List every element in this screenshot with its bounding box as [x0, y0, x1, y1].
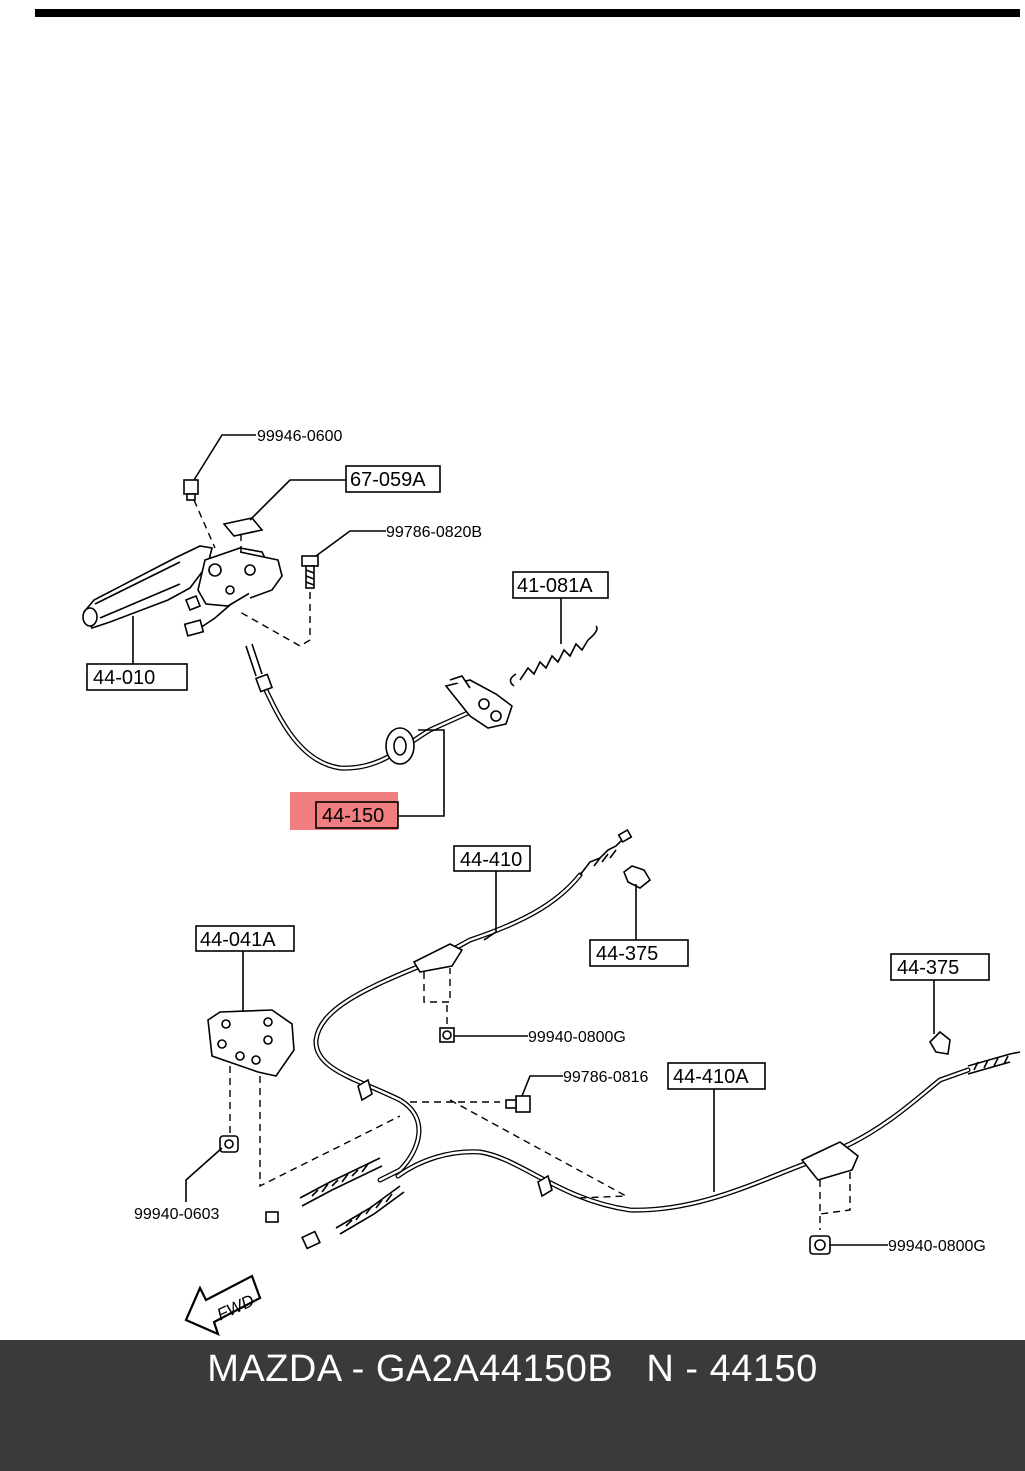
fastener-label-99940-0800g-upper: 99940-0800G [528, 1029, 626, 1046]
guide-line [423, 968, 451, 1003]
leader-line [249, 479, 346, 521]
bolt-99786-0820b-drawing [301, 555, 319, 589]
label-box-44-375-upper [589, 939, 689, 967]
fastener-label-99946-0600: 99946-0600 [257, 428, 343, 445]
part-number-caption: MAZDA - GA2A44150B N - 44150 [207, 1348, 818, 1390]
fastener-label-99940-0603: 99940-0603 [134, 1206, 220, 1223]
part-label-41-081a: 41-081A [517, 575, 593, 597]
label-box-41-081a [512, 571, 609, 599]
pad-67-059a-drawing [222, 517, 264, 537]
part-label-44-410: 44-410 [460, 849, 522, 871]
guide-line [449, 1099, 629, 1199]
part-label-44-150: 44-150 [322, 805, 384, 827]
part-label-44-010: 44-010 [93, 667, 155, 689]
rear-cable-44-410-drawing [265, 828, 633, 1223]
front-cable-drawing [245, 643, 513, 771]
guide-line [239, 592, 311, 647]
rear-cable-44-410a-drawing [301, 1051, 1021, 1250]
leader-line [185, 1147, 223, 1202]
label-box-44-410 [453, 845, 531, 872]
part-label-44-375-lower: 44-375 [897, 957, 959, 979]
label-box-67-059a [345, 465, 441, 493]
fastener-label-99940-0800g-lower: 99940-0800G [888, 1238, 986, 1255]
part-label-44-410a: 44-410A [673, 1066, 749, 1088]
part-label-44-375-upper: 44-375 [596, 943, 658, 965]
bolt-99786-0816-drawing [505, 1095, 531, 1113]
leader-line [483, 871, 497, 941]
nut-99940-0800g-lower-drawing [809, 1235, 831, 1255]
nut-99940-0800g-upper-drawing [439, 1027, 455, 1043]
guide-line [259, 1076, 401, 1188]
label-box-44-375-lower [890, 953, 990, 981]
bolt-99946-drawing [183, 479, 199, 501]
label-box-44-010 [86, 663, 188, 691]
guide-line [193, 499, 216, 549]
fastener-label-99786-0820b: 99786-0820B [386, 524, 482, 541]
label-box-44-410a [667, 1062, 766, 1090]
leader-line [315, 530, 386, 557]
part-label-67-059a: 67-059A [350, 469, 426, 491]
clip-44-375-lower-drawing [928, 1030, 951, 1055]
clip-44-375-upper-drawing [623, 865, 652, 889]
fastener-label-99786-0816: 99786-0816 [563, 1069, 649, 1086]
guide-line [819, 1172, 851, 1230]
caption-bar [0, 1340, 1025, 1471]
nut-99940-0603-drawing [219, 1135, 239, 1153]
part-label-44-041a: 44-041A [200, 929, 276, 951]
hand-brake-lever-drawing [82, 545, 283, 637]
parking-brake-parts-diagram: FWD 67-059A 41-081A 44-010 44-150 44-410… [35, 9, 1021, 1336]
bracket-44-041a-drawing [207, 1009, 295, 1077]
leader-line [193, 434, 256, 481]
label-box-44-150 [315, 801, 399, 829]
return-spring-drawing [509, 625, 598, 687]
highlighted-part-marker [290, 792, 398, 830]
top-border [35, 9, 1020, 17]
leader-line [398, 729, 445, 817]
leader-line [521, 1075, 563, 1097]
label-box-44-041a [195, 925, 295, 952]
forward-arrow-icon: FWD [184, 1274, 262, 1336]
